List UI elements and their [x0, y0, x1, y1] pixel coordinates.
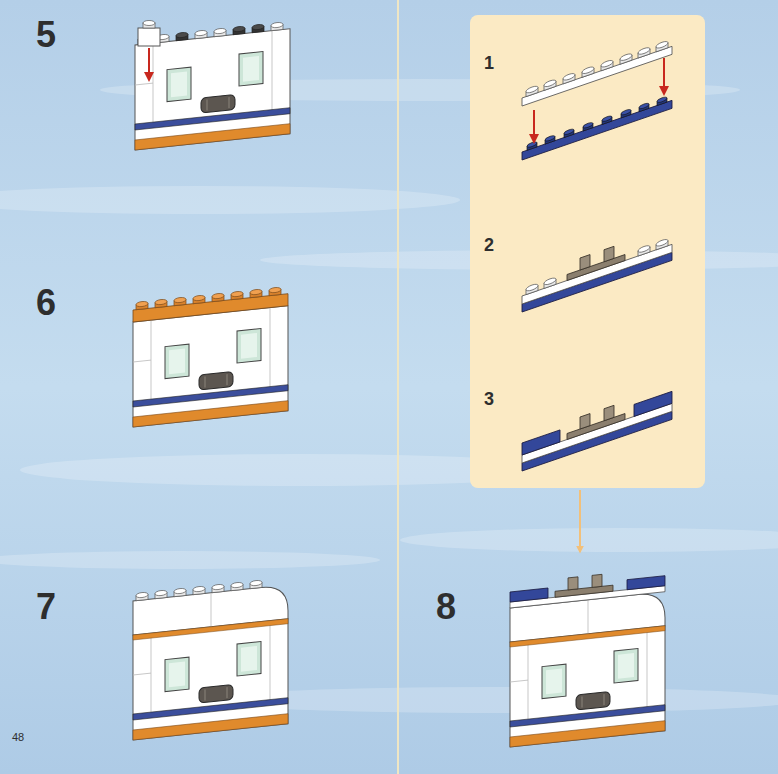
substep-1-model: [522, 39, 672, 160]
substep-3-model: [522, 385, 672, 471]
substep-arrow: [579, 490, 581, 552]
step-5-model: [135, 21, 290, 150]
substep-number: 2: [484, 235, 494, 256]
substep-number: 3: [484, 389, 494, 410]
substep-2-model: [522, 226, 672, 312]
step-8-model: [510, 568, 665, 747]
step-number: 6: [36, 282, 56, 324]
substep-number: 1: [484, 53, 494, 74]
step-5-brick: [138, 21, 160, 81]
step-number: 5: [36, 14, 56, 56]
page-divider: [397, 0, 399, 774]
step-number: 7: [36, 586, 56, 628]
step-6-model: [133, 286, 288, 427]
step-number: 8: [436, 586, 456, 628]
step-7-model: [133, 577, 288, 740]
substep-panel: 1 2 3: [470, 15, 705, 488]
page-number: 48: [12, 731, 24, 743]
